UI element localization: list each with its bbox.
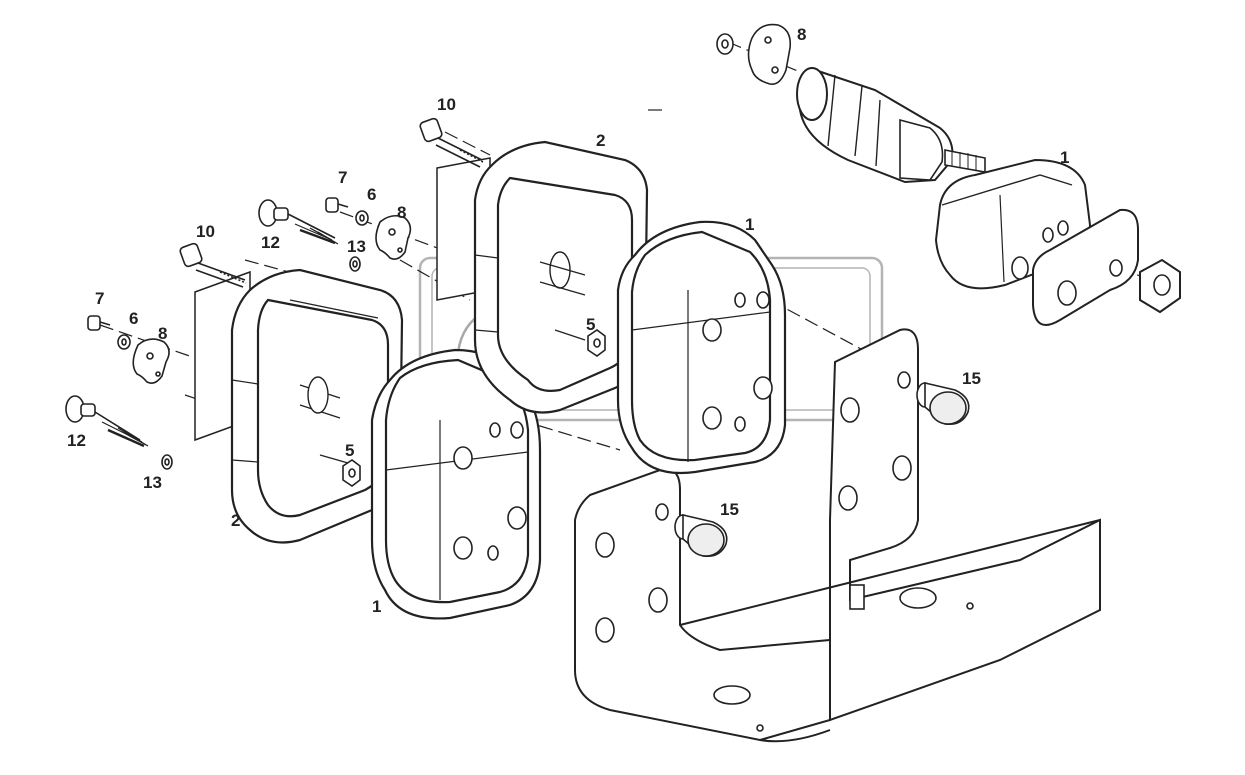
callout-5-low: 5 (345, 441, 354, 460)
callout-10-top: 10 (437, 95, 456, 114)
callout-1-left: 1 (372, 597, 381, 616)
plate-8-top (747, 23, 792, 86)
nut-5-lower (342, 459, 361, 487)
rivet-12-upper (258, 199, 339, 245)
plug-15-low (674, 513, 728, 558)
callout-5-mid: 5 (586, 315, 595, 334)
callout-8-left: 8 (158, 324, 167, 343)
callout-6-left: 6 (129, 309, 138, 328)
callout-2-top: 2 (596, 131, 605, 150)
plug-15-right (916, 381, 970, 426)
callout-7-top: 7 (338, 168, 347, 187)
callout-12-left: 12 (67, 431, 86, 450)
callout-10-left: 10 (196, 222, 215, 241)
callout-13-top: 13 (347, 237, 366, 256)
callout-2-left: 2 (231, 511, 240, 530)
lamp-lens-lower (370, 348, 542, 620)
lamp-unit-topright (796, 67, 1181, 326)
callout-15-low: 15 (720, 500, 739, 519)
bolt-7-upper (325, 197, 349, 213)
washer-13-upper (349, 256, 361, 272)
washer-6-left (117, 334, 131, 350)
lamp-lens-upper (616, 220, 787, 474)
washer-13-left (161, 454, 173, 470)
plate-8-upper (375, 214, 412, 260)
callout-12-top: 12 (261, 233, 280, 252)
washer-top (716, 33, 734, 55)
callout-6-top: 6 (367, 185, 376, 204)
rivet-12-left (65, 395, 149, 448)
callout-8-top: 8 (797, 25, 806, 44)
screw-10-lower (179, 242, 247, 288)
callout-1-mid: 1 (745, 215, 754, 234)
callout-15-right: 15 (962, 369, 981, 388)
callout-7-left: 7 (95, 289, 104, 308)
callout-1-topright: 1 (1060, 148, 1069, 167)
screw-10-upper (419, 117, 484, 168)
nut-5-upper (587, 329, 606, 357)
callout-13-left: 13 (143, 473, 162, 492)
callout-labels: 8 1 10 2 1 7 6 8 10 12 13 7 6 8 5 15 12 … (67, 25, 1069, 616)
washer-6-upper (355, 210, 369, 226)
mounting-bracket (574, 328, 1101, 743)
bolt-7-left (87, 315, 111, 331)
bracket-holes (595, 371, 974, 732)
callout-8-mid: 8 (397, 203, 406, 222)
plate-8-left (132, 338, 170, 384)
